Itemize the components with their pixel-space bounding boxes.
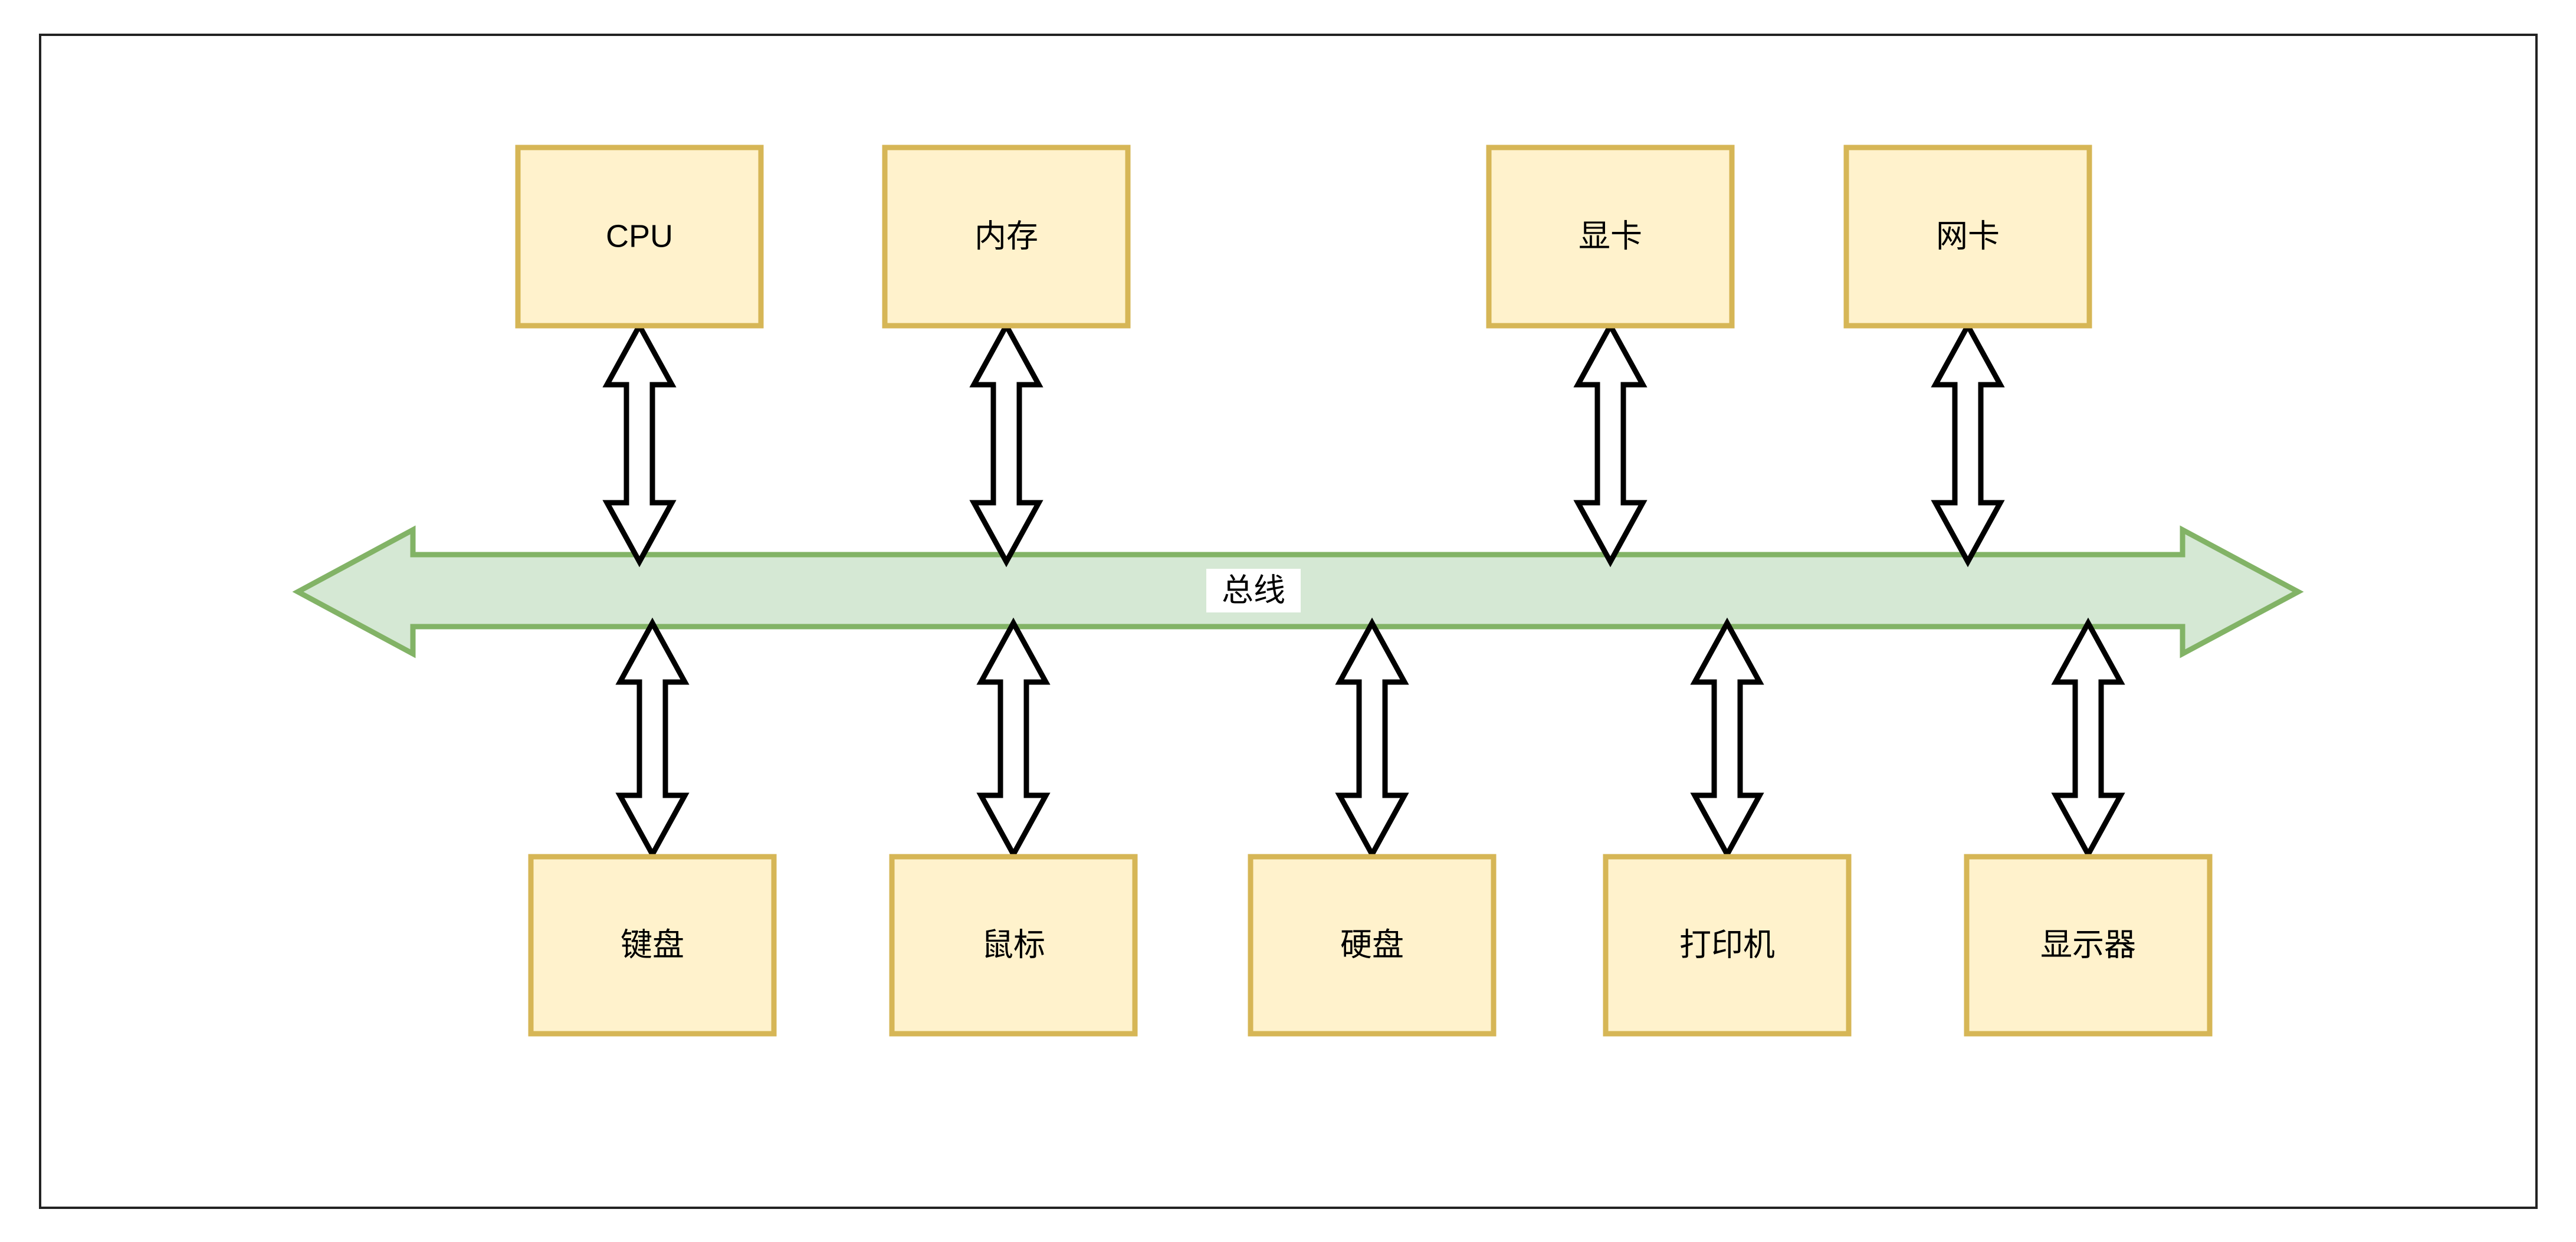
- node-top-3[interactable]: 网卡: [1843, 145, 2092, 329]
- bus-label-backdrop: [1206, 569, 1301, 612]
- connector-arrow-网卡-to-总线: [1931, 320, 2005, 568]
- node-top-1[interactable]: 内存: [882, 145, 1131, 329]
- node-box[interactable]: [528, 854, 777, 1037]
- node-box[interactable]: [882, 145, 1131, 329]
- node-box[interactable]: [889, 854, 1138, 1037]
- node-box[interactable]: [1486, 145, 1735, 329]
- node-box[interactable]: [515, 145, 764, 329]
- node-label: 显示器: [2040, 927, 2136, 962]
- node-bottom-0[interactable]: 键盘: [528, 854, 777, 1037]
- bus-label-group: 总线: [1206, 569, 1301, 612]
- node-bottom-2[interactable]: 硬盘: [1248, 854, 1497, 1037]
- node-label: 键盘: [621, 927, 684, 962]
- node-label: CPU: [606, 218, 673, 254]
- connector-arrow-CPU-to-总线: [602, 320, 677, 568]
- node-bottom-1[interactable]: 鼠标: [889, 854, 1138, 1037]
- node-bottom-4[interactable]: 显示器: [1964, 854, 2213, 1037]
- node-top-2[interactable]: 显卡: [1486, 145, 1735, 329]
- node-label: 内存: [974, 218, 1038, 254]
- node-label: 硬盘: [1340, 927, 1404, 962]
- node-box[interactable]: [1248, 854, 1497, 1037]
- connector-arrow-内存-to-总线: [969, 320, 1043, 568]
- node-label: 鼠标: [982, 927, 1045, 962]
- node-box[interactable]: [1843, 145, 2092, 329]
- node-label: 打印机: [1679, 927, 1775, 962]
- node-label: 显卡: [1579, 218, 1642, 254]
- node-box[interactable]: [1603, 854, 1852, 1037]
- node-bottom-3[interactable]: 打印机: [1603, 854, 1852, 1037]
- node-top-0[interactable]: CPU: [515, 145, 764, 329]
- node-label: 网卡: [1936, 218, 2000, 254]
- connector-arrow-显卡-to-总线: [1573, 320, 1648, 568]
- node-box[interactable]: [1964, 854, 2213, 1037]
- bus-label: 总线: [1222, 572, 1285, 608]
